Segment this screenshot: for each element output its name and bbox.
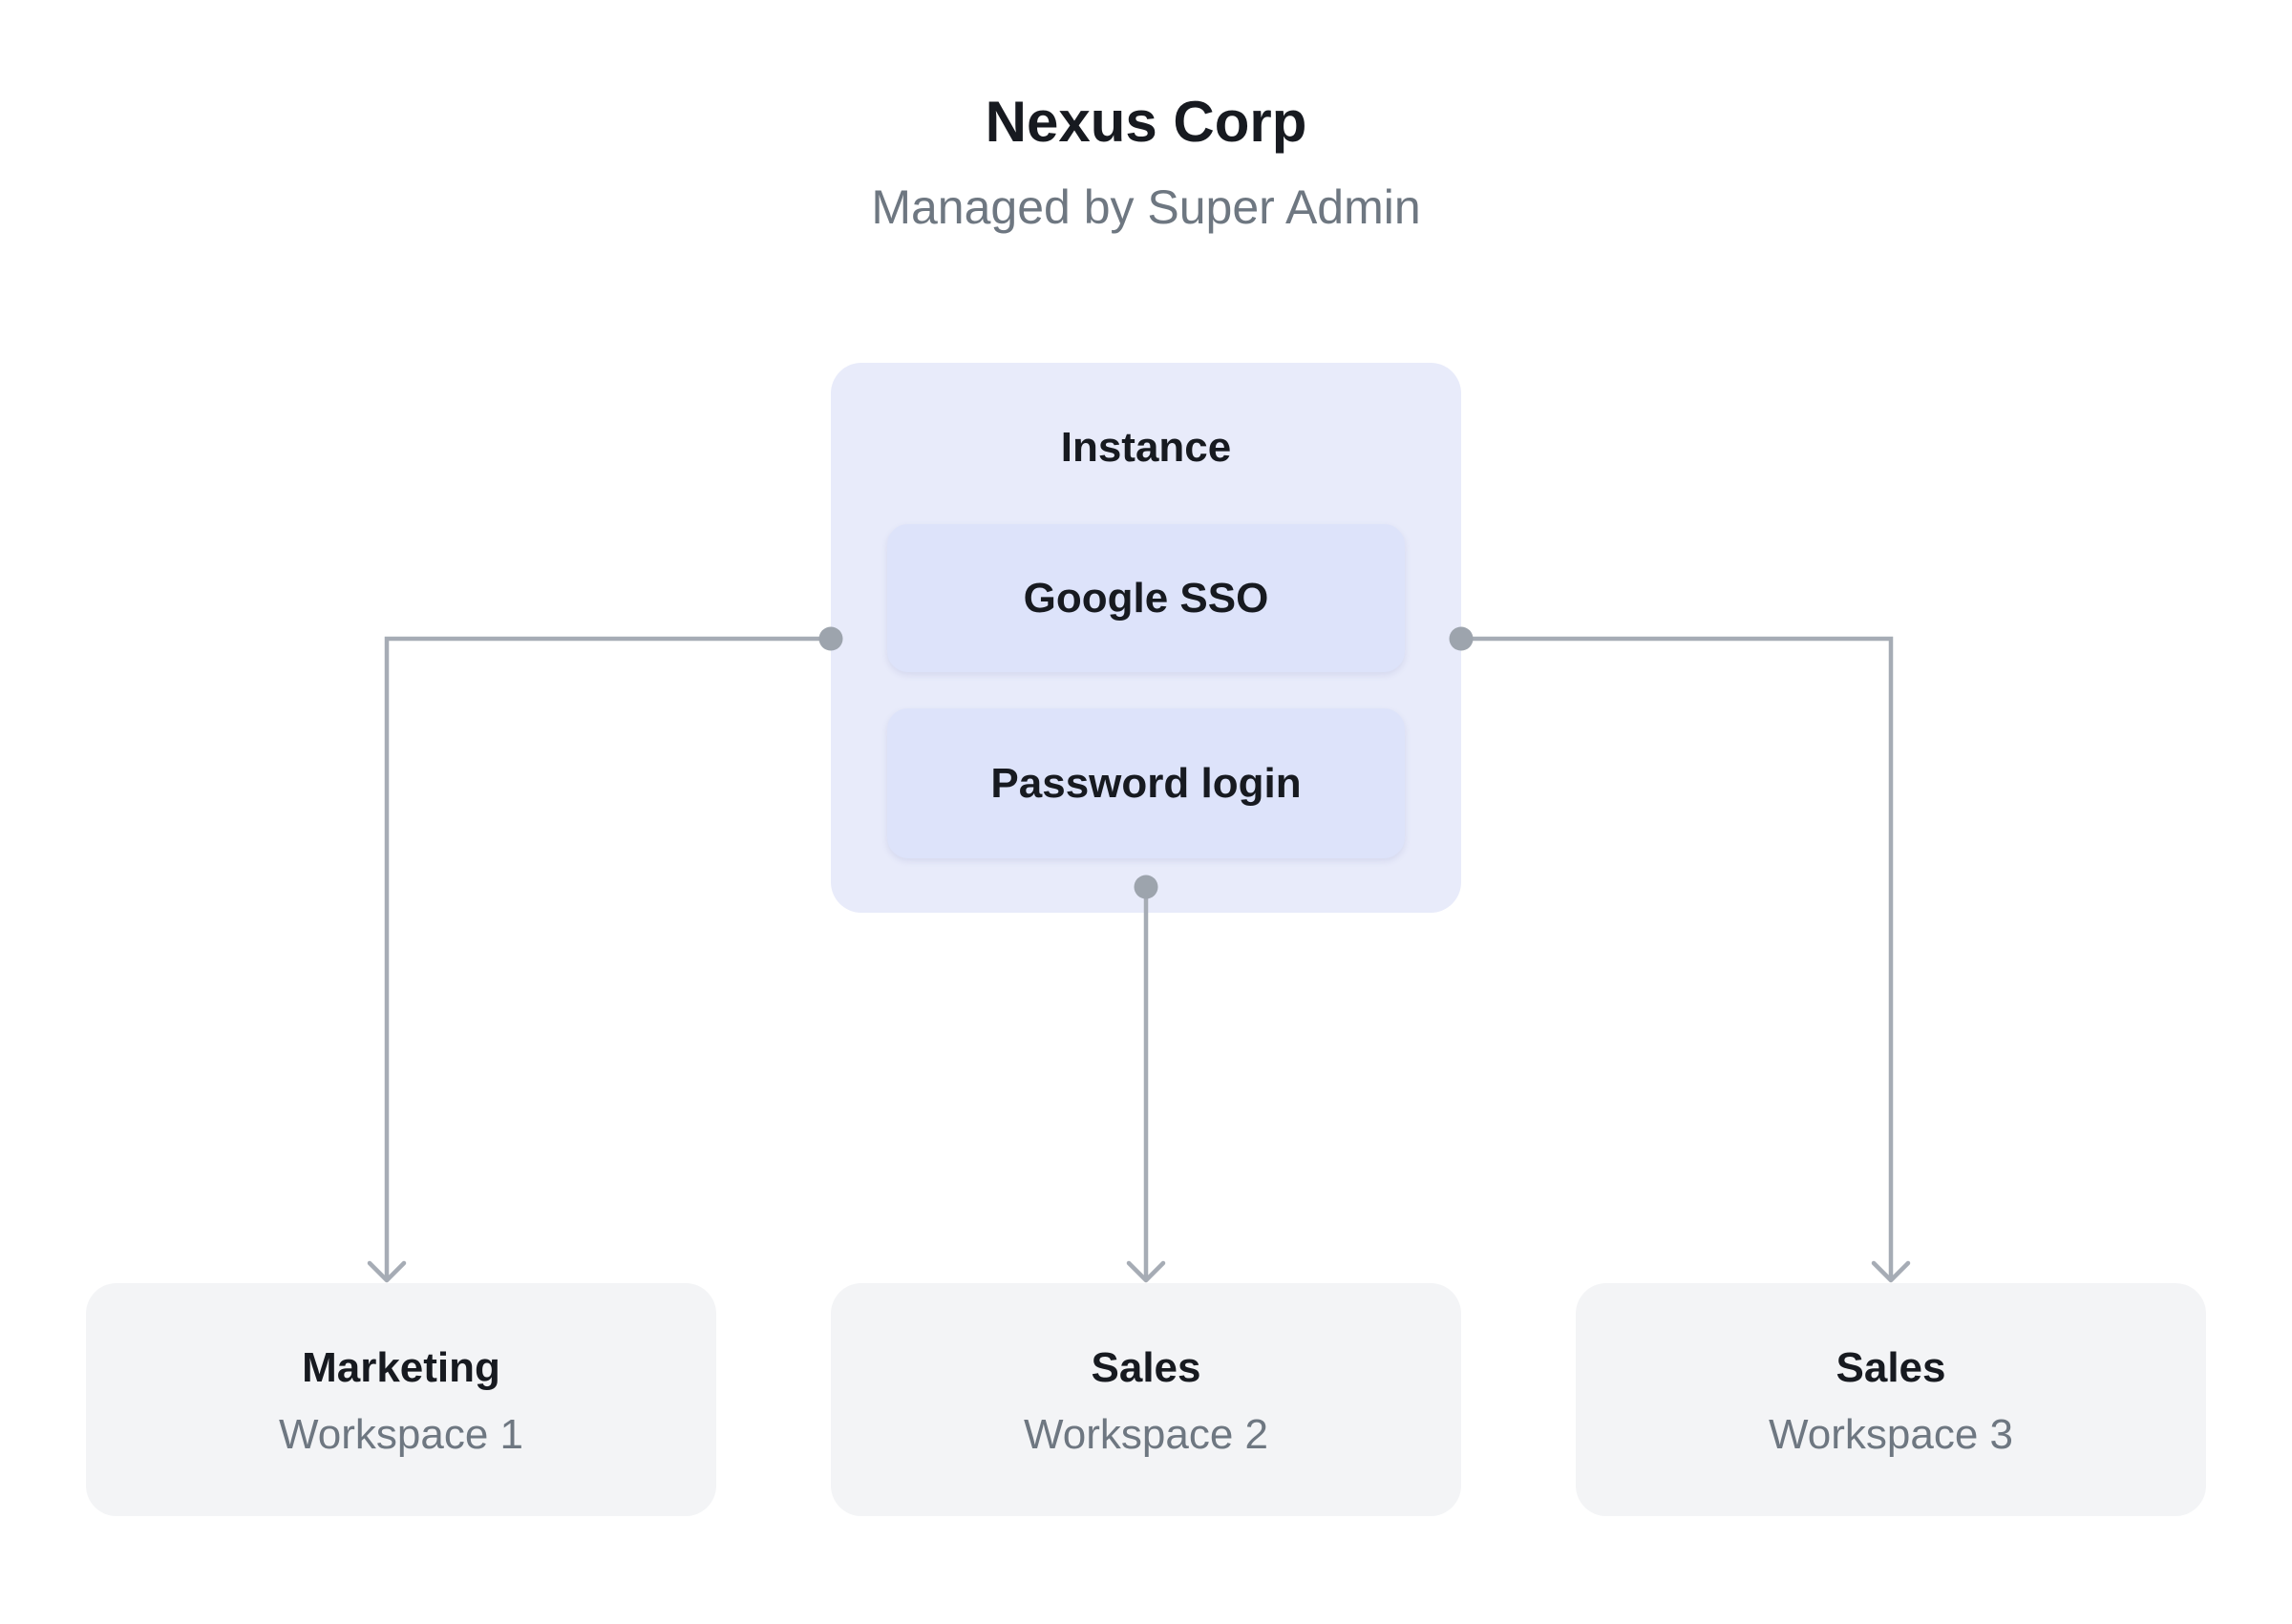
workspace-node-sales-2: Sales Workspace 2 xyxy=(831,1283,1461,1516)
workspace-label: Workspace 3 xyxy=(1769,1411,2013,1458)
workspace-name: Marketing xyxy=(302,1344,500,1391)
diagram-subtitle: Managed by Super Admin xyxy=(871,180,1421,234)
auth-method-password-login: Password login xyxy=(887,708,1405,858)
workspace-node-sales-3: Sales Workspace 3 xyxy=(1576,1283,2206,1516)
workspace-node-marketing: Marketing Workspace 1 xyxy=(86,1283,716,1516)
auth-method-google-sso: Google SSO xyxy=(887,524,1405,672)
connector-left xyxy=(367,626,843,1283)
connector-dot-icon xyxy=(1449,626,1474,651)
workspace-label: Workspace 1 xyxy=(279,1411,523,1458)
workspace-name: Sales xyxy=(1836,1344,1946,1391)
arrow-down-icon xyxy=(1126,1260,1166,1283)
connector-dot-icon xyxy=(818,626,843,651)
connector-right xyxy=(1449,626,1911,1283)
instance-node: Instance Google SSO Password login xyxy=(831,363,1461,913)
auth-method-label: Password login xyxy=(990,759,1302,807)
workspace-label: Workspace 2 xyxy=(1024,1411,1268,1458)
arrow-down-icon xyxy=(1871,1260,1911,1283)
workspace-name: Sales xyxy=(1091,1344,1201,1391)
instance-node-label: Instance xyxy=(1060,424,1232,471)
connector-center xyxy=(1126,875,1166,1283)
auth-method-label: Google SSO xyxy=(1023,574,1269,622)
arrow-down-icon xyxy=(367,1260,407,1283)
connector-dot-icon xyxy=(1134,875,1158,899)
diagram-title: Nexus Corp xyxy=(985,90,1307,154)
